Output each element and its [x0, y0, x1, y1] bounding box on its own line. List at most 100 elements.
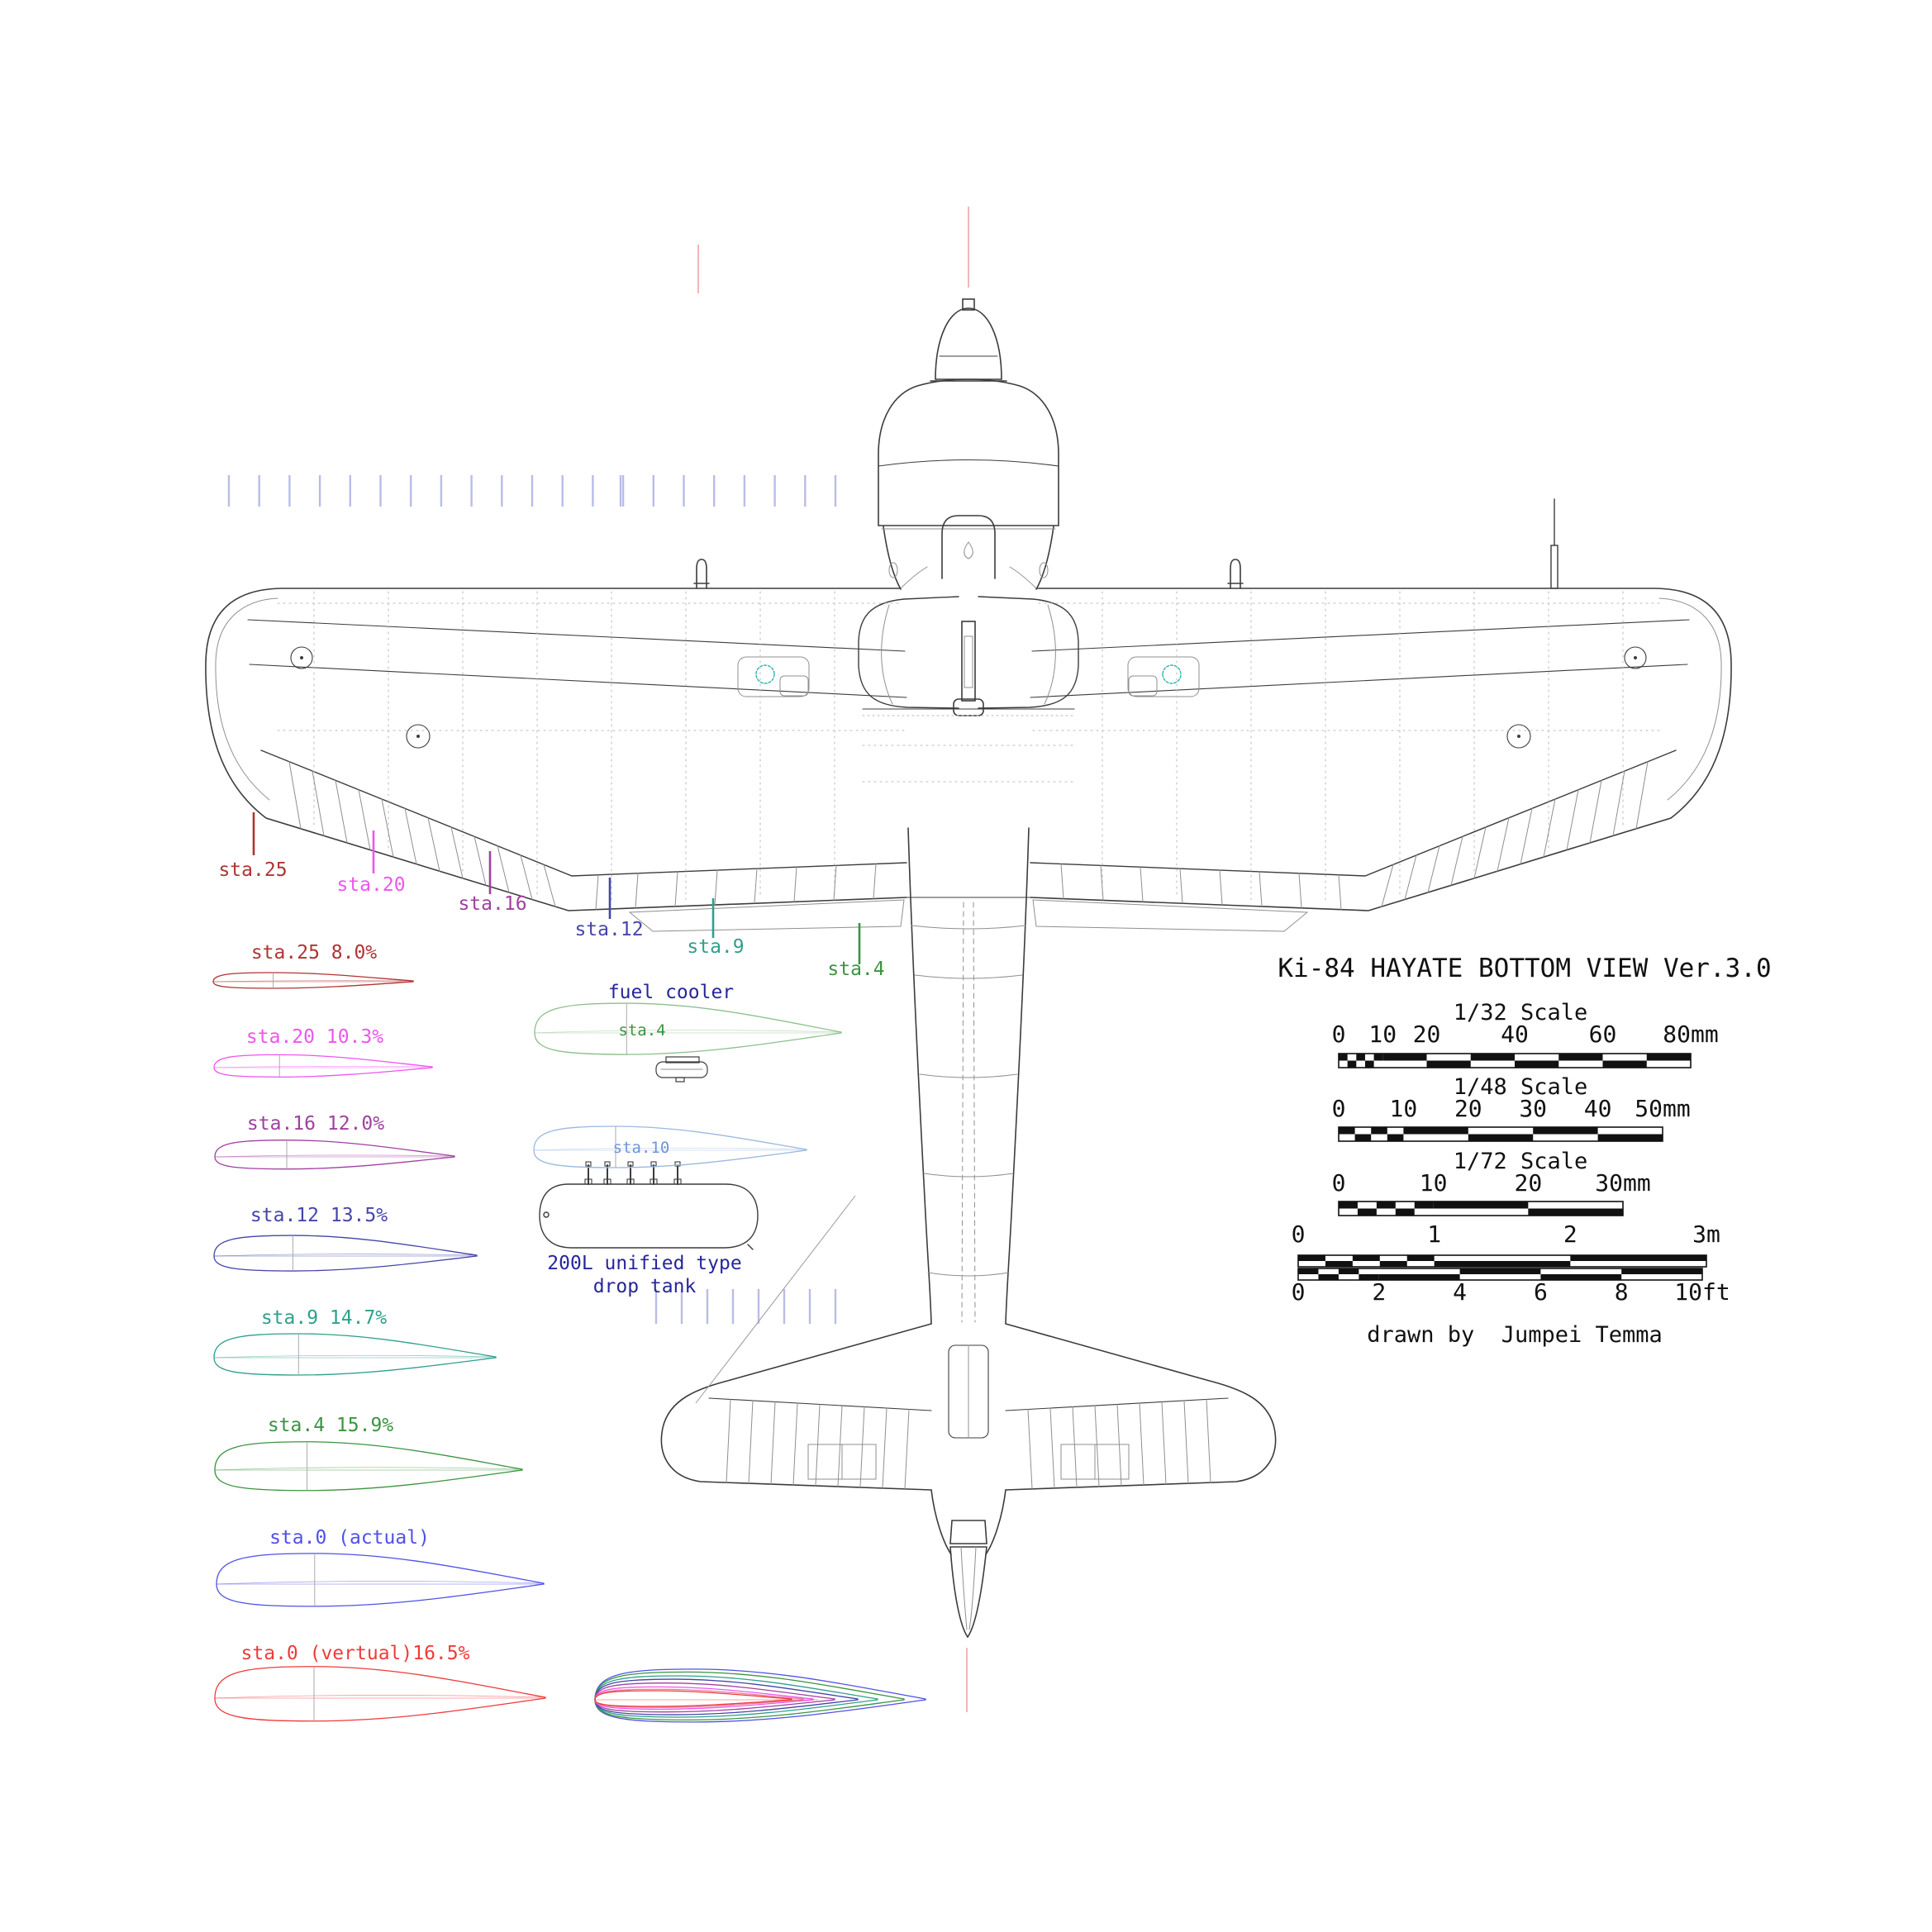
aileron-rib: [335, 779, 348, 844]
flap-rib: [833, 864, 837, 901]
rudder-outline: [949, 1546, 987, 1639]
aileron-rib: [427, 817, 440, 872]
section-foil-5-camber: [214, 1467, 523, 1471]
aft-keel-left: [961, 902, 964, 1323]
access-port-outer-dot: [300, 656, 303, 659]
wing-outline: [205, 588, 907, 911]
scale-1-48-tick-5: 50mm: [1635, 1095, 1691, 1122]
keel-fairing: [953, 698, 984, 716]
sta4-label: sta.4: [618, 1021, 666, 1040]
scale-1-32-tick-5: 80mm: [1663, 1021, 1719, 1048]
flap-rib: [714, 869, 718, 906]
wing-spar-line-rear: [249, 664, 907, 698]
aileron-rib: [450, 826, 464, 879]
scale-1-72-tick-3: 30mm: [1595, 1169, 1651, 1197]
stabilizer-outline: [660, 1323, 932, 1491]
scale-feet: [1297, 1268, 1703, 1281]
tank-label-2: drop tank: [592, 1276, 697, 1297]
aileron-rib: [312, 770, 325, 836]
elevator-rib: [882, 1407, 887, 1489]
frame-1300: [919, 1073, 1018, 1078]
section-foil-4-camber: [213, 1354, 497, 1359]
cooler-drain: [964, 541, 973, 559]
wheel-well-panel-split: [881, 604, 893, 705]
station-label-5: sta.4: [827, 959, 885, 980]
aileron-flap-hinge: [260, 749, 907, 877]
fuel-cooler-foil-camber: [534, 1030, 842, 1034]
elevator-rib: [726, 1398, 731, 1483]
scale-1-48-tick-3: 30: [1519, 1095, 1548, 1122]
scale-1-48: [1338, 1126, 1663, 1142]
aft-keel-right: [973, 902, 976, 1323]
scale-1-72: [1338, 1201, 1624, 1216]
frame-1420: [923, 1173, 1014, 1178]
aileron-rib: [381, 798, 394, 858]
section-foil-6: [216, 1553, 545, 1607]
station-label-3: sta.12: [574, 919, 644, 940]
access-port-outer: [290, 646, 313, 669]
elevator-rib: [837, 1405, 843, 1487]
flap-rib: [674, 871, 678, 907]
section-foil-7: [214, 1666, 546, 1722]
scale-1-48-tick-4: 40: [1583, 1095, 1612, 1122]
sta10-foil: [533, 1125, 807, 1168]
airframe-extras: [539, 498, 1558, 1250]
scale-1-32: [1338, 1053, 1692, 1068]
flap-rib: [793, 866, 797, 902]
wing-spar-line-front: [247, 619, 906, 652]
airframe-center: [862, 298, 1075, 1639]
flap-lower-panel: [628, 899, 905, 932]
access-port-mid-dot: [416, 735, 420, 738]
elevator-rib: [815, 1404, 821, 1487]
section-foil-2: [214, 1140, 455, 1170]
section-label-2: sta.16 12.0%: [246, 1113, 385, 1135]
station-label-1: sta.20: [336, 874, 406, 896]
flap-rib: [595, 874, 599, 911]
airfoil-sections: [212, 972, 926, 1723]
aileron-rib: [288, 761, 302, 830]
section-label-1: sta.20 10.3%: [245, 1026, 384, 1048]
elevator-rib: [904, 1409, 910, 1490]
scale-feet-tick-4: 8: [1614, 1278, 1629, 1306]
overlay-foil-1: [594, 1671, 905, 1721]
drop-tank-racks: [584, 1161, 682, 1185]
fuel-cooler-label: fuel cooler: [607, 982, 735, 1003]
overlay-foil-7: [594, 1690, 792, 1707]
section-label-3: sta.12 13.5%: [250, 1205, 388, 1226]
section-foil-6-camber: [216, 1581, 545, 1585]
frame-1540: [927, 1272, 1010, 1277]
tank-label-1: 200L unified type: [547, 1253, 742, 1274]
scale-meters-tick-1: 1: [1427, 1221, 1442, 1248]
scale-meters-tick-2: 2: [1563, 1221, 1577, 1248]
access-port-mid: [406, 724, 431, 749]
fuselage-side-aft: [907, 827, 932, 1325]
wing-cannon: [693, 559, 710, 589]
gun-port-marker: [755, 664, 775, 684]
frame-1120: [911, 925, 1026, 930]
frame-1180: [914, 974, 1023, 979]
fuel-cooler-device: [655, 1056, 708, 1083]
scale-feet-tick-3: 6: [1533, 1278, 1548, 1306]
scale-feet-tick-2: 4: [1453, 1278, 1468, 1306]
fuel-cooler-foil: [534, 1002, 842, 1055]
scale-1-48-tick-2: 20: [1454, 1095, 1482, 1122]
construction-marks: [227, 207, 969, 1712]
overlay-foil-2: [594, 1675, 878, 1718]
station-label-0: sta.25: [218, 859, 288, 881]
overlay-foil-3: [594, 1678, 859, 1715]
wingtip-inner-line: [215, 597, 278, 801]
spinner: [935, 307, 1002, 380]
station-ticks: [252, 812, 861, 964]
scale-1-72-tick-2: 20: [1514, 1169, 1543, 1197]
page-title: Ki-84 HAYATE BOTTOM VIEW Ver.3.0: [1278, 954, 1772, 983]
wing-hatch: [779, 675, 809, 697]
credit-line: drawn by Jumpei Temma: [1367, 1322, 1663, 1348]
aileron-rib: [473, 835, 487, 886]
station-label-4: sta.9: [687, 936, 745, 958]
elevator-rib: [770, 1401, 776, 1485]
section-foil-3: [213, 1235, 478, 1272]
scale-1-48-tick-1: 10: [1389, 1095, 1418, 1122]
pitot-tube-base: [1550, 545, 1558, 589]
